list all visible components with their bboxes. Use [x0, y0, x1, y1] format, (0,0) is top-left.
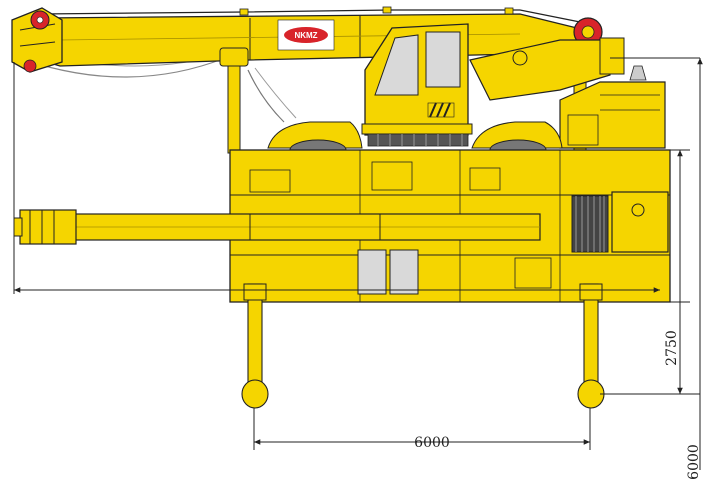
cab-glass-plan	[357, 249, 387, 295]
beacon-icon	[629, 65, 647, 81]
counterweight-arm	[469, 39, 611, 101]
cab-window-side	[425, 31, 461, 88]
cab-warning-stripes	[427, 102, 455, 118]
plan-view	[13, 149, 671, 409]
slewing-ring	[367, 133, 469, 147]
winch-drum-plan	[571, 195, 609, 253]
boom-head	[11, 7, 63, 73]
boom-strut-left	[227, 57, 241, 154]
dim-outrigger-span: 6000	[414, 435, 450, 451]
side-elevation: NKMZ	[11, 6, 666, 161]
hoist-rope-loop	[24, 57, 226, 78]
dimension-lines	[13, 57, 703, 470]
hook-chain-2	[254, 67, 297, 119]
boom-top-fittings	[239, 6, 514, 16]
hook-chain	[247, 69, 285, 123]
logo-text: NKMZ	[294, 31, 317, 40]
brand-logo: NKMZ	[277, 19, 335, 51]
cab-window-front	[374, 34, 419, 96]
boom-head-plan	[13, 209, 77, 245]
cab-glass-plan	[389, 249, 419, 295]
dim-overall-length: 6000	[686, 444, 702, 480]
dim-outrigger-reach: 2750	[664, 330, 680, 366]
outrigger-pad-icon	[241, 379, 269, 409]
outrigger-front	[241, 283, 269, 409]
